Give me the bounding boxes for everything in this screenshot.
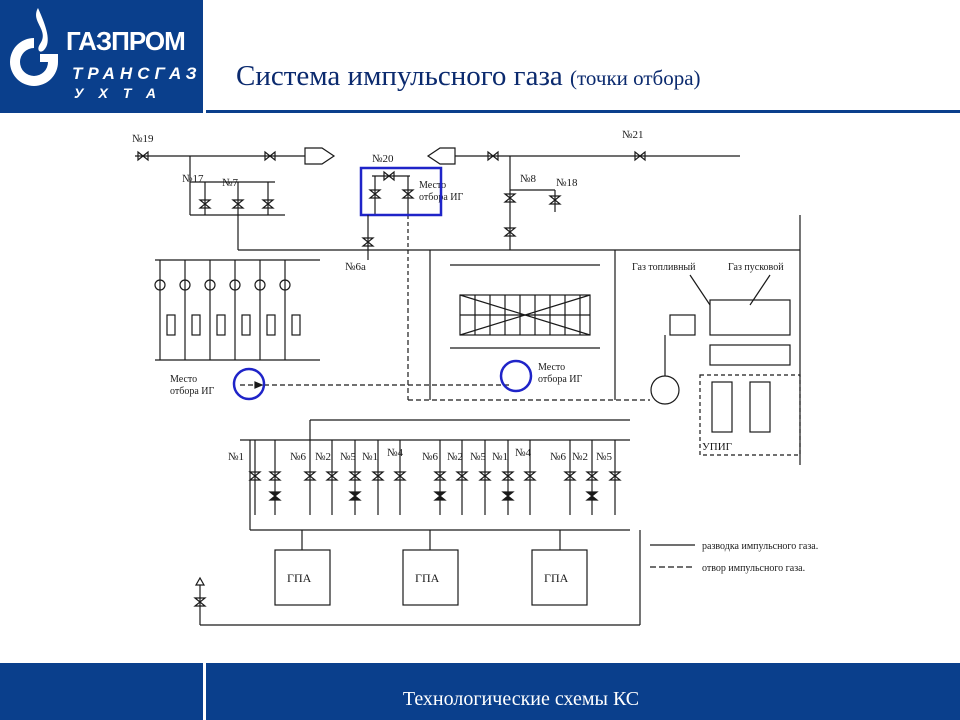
valve-label-6b: №6 xyxy=(422,451,438,463)
impulse-gas-scheme: №19 №21 №17 №7 №20 Место отбора ИГ xyxy=(132,129,818,626)
gpa-label-2: ГПА xyxy=(415,571,440,585)
header-divider xyxy=(203,0,206,113)
valve-label-4b: №4 xyxy=(515,447,531,459)
gpa-units: ГПА ГПА ГПА xyxy=(193,530,641,626)
sample-point-label-2: Место xyxy=(170,374,197,385)
valve-label-2a: №2 xyxy=(315,451,331,463)
valve-label-5a: №5 xyxy=(340,451,356,463)
valve-label-4a: №4 xyxy=(387,447,403,459)
highlight-circle-left xyxy=(232,367,266,401)
upig-label: УПИГ xyxy=(702,441,732,453)
valve-label-1c: №1 xyxy=(492,451,508,463)
logo-ukhta: УХТА xyxy=(74,85,171,101)
instrument-rack-left xyxy=(154,259,320,361)
valve-symbol xyxy=(563,471,577,481)
valve-symbol xyxy=(268,471,282,481)
valve-symbol xyxy=(371,471,385,481)
valve-symbol xyxy=(608,471,622,481)
logo-gazprom: ГАЗПРОМ xyxy=(66,26,186,56)
valve-symbol xyxy=(433,471,447,481)
highlight-circle-right xyxy=(499,359,533,393)
valve-symbol-filled xyxy=(433,491,447,501)
page-title: Система импульсного газа (точки отбора) xyxy=(236,60,701,92)
gpa-label-1: ГПА xyxy=(287,571,312,585)
valve-symbol xyxy=(348,471,362,481)
valve-label-17: №17 xyxy=(182,173,204,185)
valve-label-5b: №5 xyxy=(470,451,486,463)
valve-symbol-filled xyxy=(268,491,282,501)
valve-label-18: №18 xyxy=(556,177,578,189)
valve-label-20: №20 xyxy=(372,153,394,165)
valve-symbol xyxy=(478,471,492,481)
filter-rack-center xyxy=(429,250,616,400)
valve-6a: №6а xyxy=(345,215,375,273)
valve-label-6c: №6 xyxy=(550,451,566,463)
valve-label-8: №8 xyxy=(520,173,536,185)
highlight-box xyxy=(359,166,443,217)
valve-symbol xyxy=(523,471,537,481)
upig-unit: Газ топливный Газ пусковой УПИГ xyxy=(632,215,801,465)
logo-panel: ГАЗПРОМ ТРАНСГАЗ УХТА xyxy=(0,0,203,113)
valve-label-6a: №6а xyxy=(345,261,366,273)
valve-symbol xyxy=(393,471,407,481)
valve-symbol-filled xyxy=(585,491,599,501)
header-underline xyxy=(206,110,960,113)
legend: разводка импульсного газа. отвор импульс… xyxy=(650,541,818,574)
manifold-left: №17 №7 xyxy=(182,156,800,251)
sample-point-label-3b: отбора ИГ xyxy=(538,374,582,385)
valve-symbol xyxy=(585,471,599,481)
valve-symbol xyxy=(248,471,262,481)
valve-label-2b: №2 xyxy=(447,451,463,463)
valve-label-5c: №5 xyxy=(596,451,612,463)
valve-groups: №1 №6 №2 №5 №1 №4 №6 №2 №5 №1 №4 №6 №2 №… xyxy=(228,440,622,515)
sample-point-label-3: Место xyxy=(538,362,565,373)
valve-symbol xyxy=(325,471,339,481)
manifold-right: №8 №18 xyxy=(503,156,578,250)
gazprom-flame-icon xyxy=(10,8,58,86)
footer-bar xyxy=(0,663,960,720)
valve-symbol xyxy=(455,471,469,481)
start-gas-label: Газ пусковой xyxy=(728,262,784,273)
sample-point-3: Место отбора ИГ xyxy=(407,300,650,401)
distribution-bus xyxy=(240,419,630,531)
valve-label-1a: №1 xyxy=(228,451,244,463)
footer-divider xyxy=(203,663,206,720)
valve-label-21: №21 xyxy=(622,129,644,141)
sample-point-label-2b: отбора ИГ xyxy=(170,386,214,397)
sample-point-2: Место отбора ИГ xyxy=(170,367,510,401)
gpa-label-3: ГПА xyxy=(544,571,569,585)
valve-symbol-filled xyxy=(501,491,515,501)
valve-20-block: №20 Место отбора ИГ xyxy=(359,153,463,300)
valve-symbol xyxy=(303,471,317,481)
legend-solid-label: разводка импульсного газа. xyxy=(702,541,818,552)
sample-point-label-1: Место xyxy=(419,180,446,191)
legend-dashed-label: отвор импульсного газа. xyxy=(702,563,805,574)
valve-label-6a2: №6 xyxy=(290,451,306,463)
footer-text: Технологические схемы КС xyxy=(402,688,640,710)
valve-label-2c: №2 xyxy=(572,451,588,463)
valve-label-19: №19 xyxy=(132,133,154,145)
valve-label-7: №7 xyxy=(222,177,238,189)
logo-transgaz: ТРАНСГАЗ xyxy=(72,64,202,83)
top-supply-line: №19 №21 xyxy=(132,129,740,165)
fuel-gas-label: Газ топливный xyxy=(632,262,696,273)
page-subtitle: (точки отбора) xyxy=(570,66,701,90)
valve-symbol-filled xyxy=(348,491,362,501)
valve-symbol xyxy=(501,471,515,481)
valve-label-1b: №1 xyxy=(362,451,378,463)
